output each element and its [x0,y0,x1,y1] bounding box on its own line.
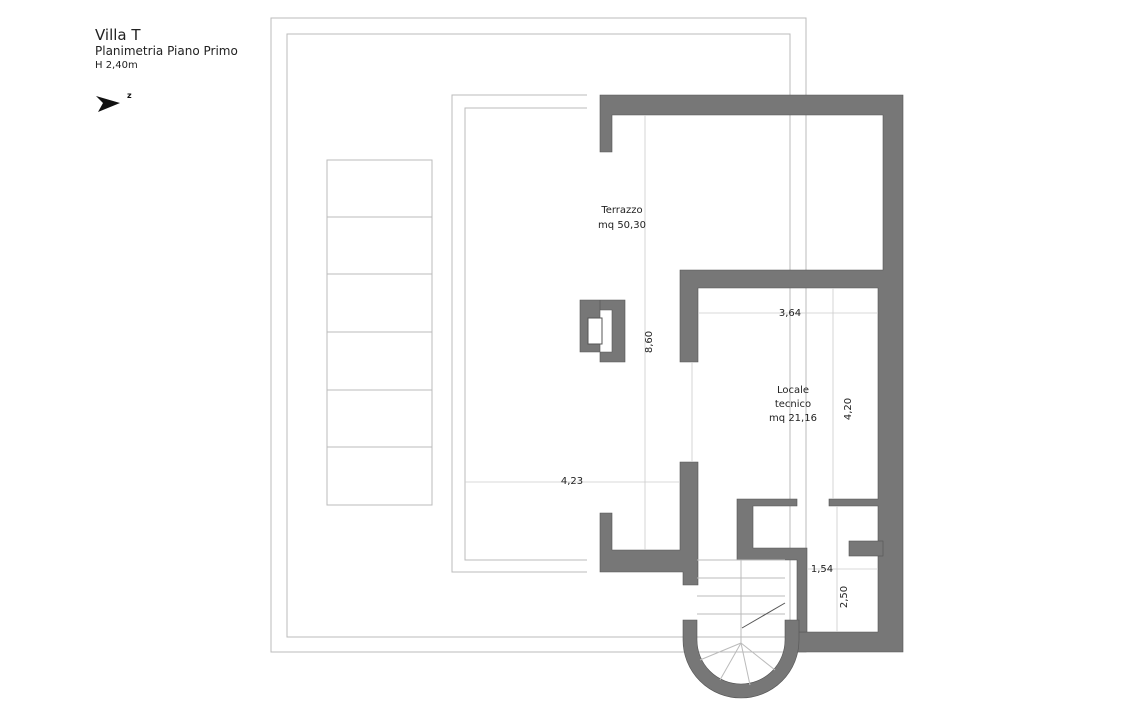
dim-locale-width: 3,64 [779,308,801,319]
dimension-lines [465,115,878,632]
staircase [697,559,786,686]
room-area-terrazzo: mq 50,30 [598,220,646,231]
dim-locale-depth: 4,20 [843,398,854,420]
plan-subtitle: Planimetria Piano Primo [95,44,238,58]
title-block: Villa T Planimetria Piano Primo H 2,40m [95,26,238,72]
room-name-locale-2: tecnico [775,399,811,410]
terrace-parapet [451,94,587,573]
ceiling-height: H 2,40m [95,60,138,71]
dim-terrazzo-depth: 8,60 [644,331,655,353]
walls [579,94,904,699]
roof-outline-inner [286,33,791,638]
dim-terrazzo-width: 4,23 [561,476,583,487]
dim-small-width: 1,54 [811,564,833,575]
roof-outline-outer [270,17,807,653]
north-arrow-icon: z [96,91,132,112]
dim-small-depth: 2,50 [839,586,850,608]
chimney-flue-icon [587,317,603,345]
svg-text:z: z [127,91,132,100]
project-title: Villa T [95,26,141,44]
solar-panels [326,159,433,506]
room-name-locale-1: Locale [777,385,809,396]
room-name-terrazzo: Terrazzo [600,205,642,216]
room-area-locale: mq 21,16 [769,413,817,424]
